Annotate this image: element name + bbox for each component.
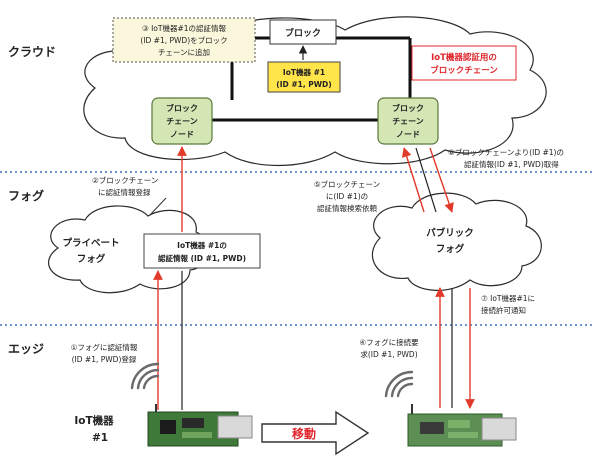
wifi-icon: [386, 372, 412, 396]
public-fog-line2: フォグ: [436, 243, 465, 255]
device-label-line2: #1: [92, 432, 108, 444]
step6-line2: 認証情報(ID #1, PWD)取得: [464, 159, 559, 169]
iot-board-icon: [148, 404, 252, 446]
step3-line3: チェーンに追加: [158, 47, 210, 57]
step4-line2: 求(ID #1, PWD): [360, 349, 417, 359]
block-label: ブロック: [285, 27, 321, 39]
step1-line2: (ID #1, PWD)登録: [72, 354, 137, 364]
step6-line1: ⑥ブロックチェーンより(ID #1)の: [448, 147, 564, 157]
public-fog-line1: パブリック: [426, 227, 474, 239]
step4-line1: ④フォグに接続要: [359, 337, 419, 347]
block-record-line1: IoT機器 #1: [283, 67, 325, 77]
bc-node-right-line3: ノード: [396, 130, 420, 139]
device-label-line1: IoT機器: [74, 414, 114, 427]
layer-label-edge: エッジ: [8, 342, 44, 356]
step7-line1: ⑦ IoT機器#1に: [481, 293, 535, 303]
wifi-icon: [132, 364, 158, 388]
move-label: 移動: [292, 426, 316, 441]
step7-line2: 接続許可通知: [481, 305, 526, 315]
layer-label-fog: フォグ: [8, 188, 44, 203]
step5-line1: ⑤ブロックチェーン: [314, 179, 380, 189]
step2-line2: に認証情報登録: [98, 187, 151, 197]
step5-line2: に(ID #1)の: [326, 192, 368, 201]
auth-chain-line1: IoT機器認証用の: [431, 52, 497, 63]
step1-line1: ①フォグに認証情報: [71, 342, 138, 352]
bc-node-right-line2: チェーン: [392, 117, 424, 126]
bc-node-left-line2: チェーン: [166, 117, 198, 126]
auth-info-line1: IoT機器 #1の: [177, 240, 227, 250]
auth-info-line2: 認証情報 (ID #1, PWD): [158, 253, 246, 263]
block-record-line2: (ID #1, PWD): [276, 80, 331, 89]
layer-label-cloud: クラウド: [8, 45, 56, 59]
private-fog-line1: プライベート: [62, 237, 119, 249]
iot-board-icon: [408, 404, 516, 446]
bc-node-left-line3: ノード: [170, 130, 194, 139]
step2-line1: ②ブロックチェーン: [92, 175, 158, 185]
step3-line1: ③ IoT機器#1の認証情報: [142, 23, 227, 33]
private-fog-line2: フォグ: [77, 253, 106, 265]
auth-chain-line2: ブロックチェーン: [430, 65, 498, 76]
step3-line2: (ID #1, PWD)をブロック: [140, 35, 227, 45]
bc-node-left-line1: ブロック: [166, 103, 198, 113]
bc-node-right-line1: ブロック: [392, 103, 424, 113]
step5-line3: 認証情報検索依頼: [317, 203, 377, 213]
public-fog-cloud-shape: [372, 193, 541, 290]
